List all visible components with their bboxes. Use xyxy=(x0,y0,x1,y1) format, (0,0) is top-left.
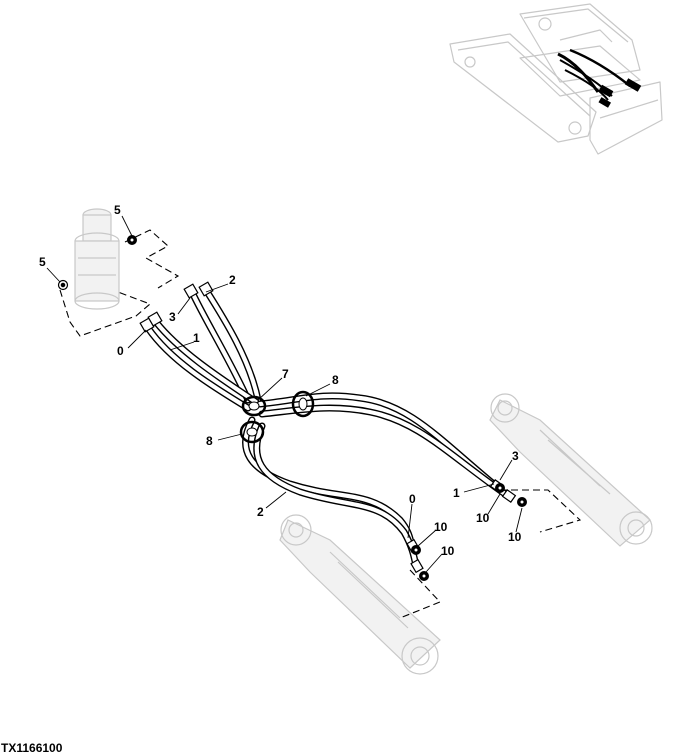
swivel-joint xyxy=(74,208,120,310)
callout-0-bottom: 0 xyxy=(409,492,416,506)
cylinder-bottom xyxy=(279,514,441,675)
clamp-7 xyxy=(241,395,267,417)
callout-3-top: 3 xyxy=(169,310,176,324)
fitting-5-left xyxy=(57,279,69,291)
hose-left-1 xyxy=(152,318,260,406)
hose-fittings xyxy=(139,281,517,574)
cylinder-right xyxy=(489,393,653,547)
callout-5-left: 5 xyxy=(39,255,46,269)
callout-10-a: 10 xyxy=(476,511,490,525)
clamp-8-right xyxy=(291,390,315,418)
figure-id: TX1166100 xyxy=(1,741,63,755)
callout-1-left: 1 xyxy=(193,331,200,345)
callout-8-right: 8 xyxy=(332,373,339,387)
clamp-8-left xyxy=(239,420,265,444)
hose-upper-2 xyxy=(202,286,262,404)
callout-10-c: 10 xyxy=(434,520,448,534)
fitting-10 xyxy=(411,483,527,581)
hose-upper-1 xyxy=(188,288,252,404)
callout-0-left: 0 xyxy=(117,344,124,358)
locator-undercarriage xyxy=(449,3,663,155)
hose-right-pair xyxy=(256,392,512,500)
hose-left-0 xyxy=(144,324,252,412)
callout-7: 7 xyxy=(282,367,289,381)
callouts: 5 5 2 3 0 1 7 8 8 3 1 10 10 0 2 10 10 xyxy=(39,203,522,558)
callout-3-right: 3 xyxy=(512,449,519,463)
callout-8-left: 8 xyxy=(206,434,213,448)
leader-lines xyxy=(46,215,523,573)
fitting-5-top xyxy=(127,235,137,245)
connection-dashes xyxy=(59,229,582,619)
callout-5-top: 5 xyxy=(114,203,121,217)
callout-2-top: 2 xyxy=(229,273,236,287)
callout-10-d: 10 xyxy=(441,544,455,558)
callout-10-b: 10 xyxy=(508,530,522,544)
callout-1-right: 1 xyxy=(453,486,460,500)
callout-2-bottom: 2 xyxy=(257,505,264,519)
